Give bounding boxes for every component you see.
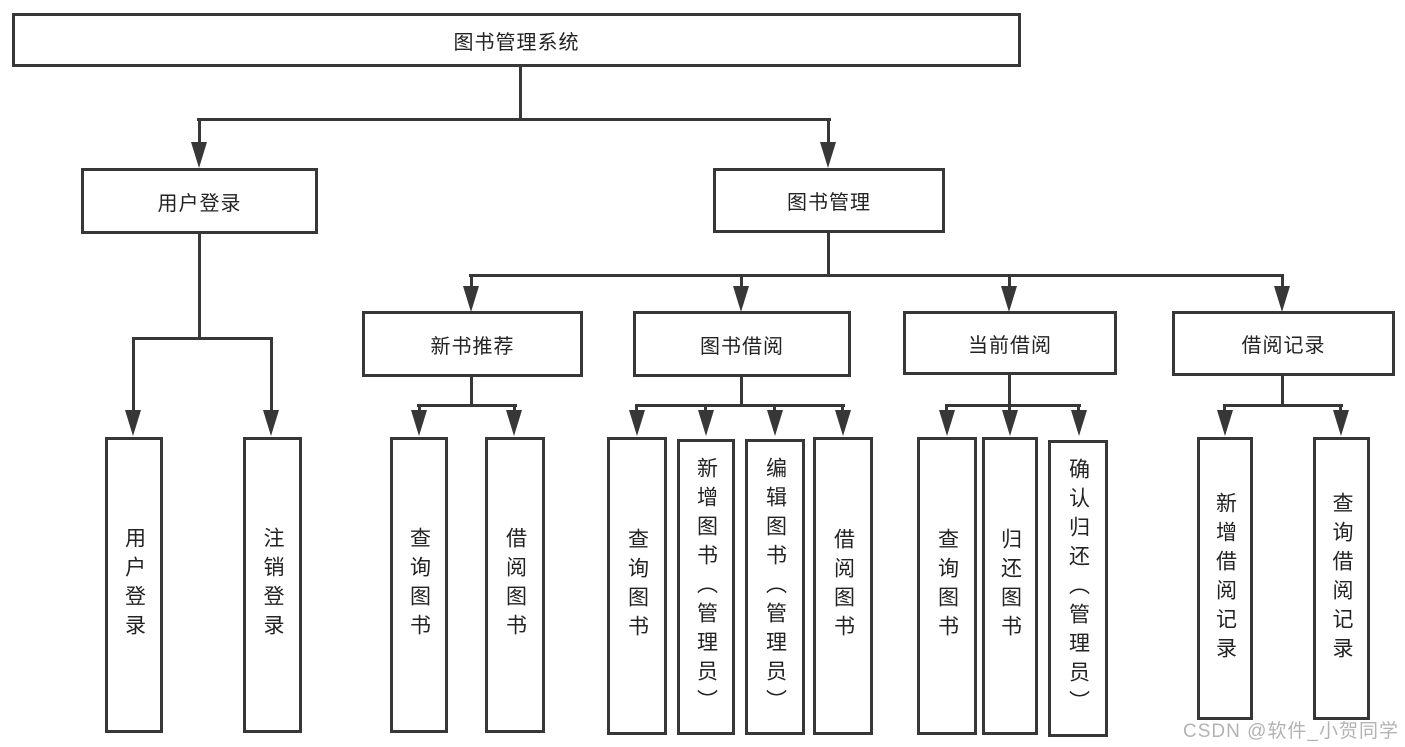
leaf-label: 归还图书 xyxy=(998,528,1022,644)
connector-branch xyxy=(945,404,1081,407)
connector-stem xyxy=(1077,406,1080,412)
leaf-label: 新增借阅记录 xyxy=(1213,491,1237,666)
leaf-query-borrow-record: 查询借阅记录 xyxy=(1313,437,1370,720)
connector-stem xyxy=(773,406,776,412)
connector-branch xyxy=(1223,404,1343,407)
arrowhead-down xyxy=(698,410,714,436)
leaf-label: 查询图书 xyxy=(407,527,431,643)
node-label: 当前借阅 xyxy=(968,334,1052,357)
arrowhead-down xyxy=(506,410,522,436)
leaf-label: 确认归还（管理员） xyxy=(1066,458,1090,719)
connector-stem xyxy=(1339,406,1342,412)
arrowhead-down xyxy=(1217,410,1233,436)
node-root-label: 图书管理系统 xyxy=(453,31,580,54)
arrowhead-down xyxy=(835,410,851,436)
connector-level1-branch xyxy=(197,118,831,121)
node-current-borrow: 当前借阅 xyxy=(903,311,1117,375)
leaf-label: 借阅图书 xyxy=(831,528,855,644)
node-book-management: 图书管理 xyxy=(713,168,945,233)
arrowhead-down xyxy=(629,410,645,436)
arrowhead-down xyxy=(1001,286,1017,312)
leaf-query-books-current: 查询图书 xyxy=(917,437,977,735)
arrowhead-down xyxy=(820,142,836,168)
connector-level3-branch xyxy=(469,274,1284,277)
leaf-user-login: 用户登录 xyxy=(105,437,163,733)
node-label: 图书借阅 xyxy=(700,335,784,358)
arrowhead-down xyxy=(939,410,955,436)
leaf-borrow-books: 借阅图书 xyxy=(813,437,873,735)
arrowhead-down xyxy=(1071,410,1087,436)
leaf-add-books-admin: 新增图书（管理员） xyxy=(677,439,735,735)
connector-trunk xyxy=(1008,375,1011,406)
arrowhead-down xyxy=(767,410,783,436)
connector-stem xyxy=(1281,276,1284,288)
connector-stem xyxy=(418,406,421,412)
arrowhead-down xyxy=(1274,286,1290,312)
connector-stem xyxy=(1008,406,1011,412)
arrowhead-down xyxy=(263,410,279,436)
leaf-label: 新增图书（管理员） xyxy=(694,456,718,718)
node-label: 借阅记录 xyxy=(1241,335,1326,357)
leaf-logout: 注销登录 xyxy=(243,437,302,733)
connector-stem xyxy=(635,406,638,412)
connector-trunk xyxy=(198,233,201,339)
connector-trunk xyxy=(740,377,743,406)
arrowhead-down xyxy=(1333,410,1349,436)
connector-stem xyxy=(198,120,201,143)
connector-stem xyxy=(841,406,844,412)
leaf-query-books-borrow: 查询图书 xyxy=(607,437,667,735)
connector-stem xyxy=(704,406,707,412)
node-book-borrow: 图书借阅 xyxy=(633,311,851,377)
connector-stem xyxy=(470,276,473,288)
arrowhead-down xyxy=(411,410,427,436)
connector-trunk xyxy=(470,377,473,406)
arrowhead-down xyxy=(463,286,479,312)
leaf-label: 借阅图书 xyxy=(503,527,527,643)
node-root: 图书管理系统 xyxy=(12,13,1021,67)
node-user-login: 用户登录 xyxy=(81,168,318,234)
leaf-label: 查询图书 xyxy=(935,528,959,644)
connector-branch xyxy=(417,404,517,407)
connector-stem xyxy=(1008,276,1011,288)
connector-stem xyxy=(1223,406,1226,412)
connector-stem xyxy=(270,339,273,411)
leaf-add-borrow-record: 新增借阅记录 xyxy=(1197,437,1253,720)
connector-stem xyxy=(827,120,830,143)
connector-branch xyxy=(132,337,273,340)
csdn-watermark: CSDN @软件_小贺同学 xyxy=(1183,721,1399,742)
connector-trunk xyxy=(827,233,830,276)
arrowhead-down xyxy=(733,286,749,312)
connector-branch xyxy=(635,404,845,407)
connector-trunk xyxy=(1281,376,1284,406)
leaf-borrow-books-recommend: 借阅图书 xyxy=(485,437,545,733)
leaf-query-books-recommend: 查询图书 xyxy=(390,437,448,733)
connector-stem xyxy=(945,406,948,412)
leaf-label: 编辑图书（管理员） xyxy=(763,456,787,718)
connector-stem xyxy=(740,276,743,288)
node-new-book-recommend: 新书推荐 xyxy=(362,311,583,377)
leaf-confirm-return-admin: 确认归还（管理员） xyxy=(1048,440,1108,737)
leaf-label: 用户登录 xyxy=(122,527,146,643)
leaf-label: 注销登录 xyxy=(261,527,284,643)
connector-stem xyxy=(132,339,135,411)
connector-stem xyxy=(513,406,516,412)
node-label: 用户登录 xyxy=(157,192,242,215)
node-label: 新书推荐 xyxy=(430,335,515,358)
arrowhead-down xyxy=(191,142,207,168)
leaf-return-books: 归还图书 xyxy=(982,437,1038,735)
leaf-edit-books-admin: 编辑图书（管理员） xyxy=(745,439,805,735)
node-borrow-record: 借阅记录 xyxy=(1172,311,1395,376)
connector-root-trunk xyxy=(519,66,522,120)
arrowhead-down xyxy=(125,410,141,436)
node-label: 图书管理 xyxy=(787,192,871,214)
arrowhead-down xyxy=(1002,410,1018,436)
leaf-label: 查询借阅记录 xyxy=(1330,491,1353,666)
leaf-label: 查询图书 xyxy=(625,528,649,644)
